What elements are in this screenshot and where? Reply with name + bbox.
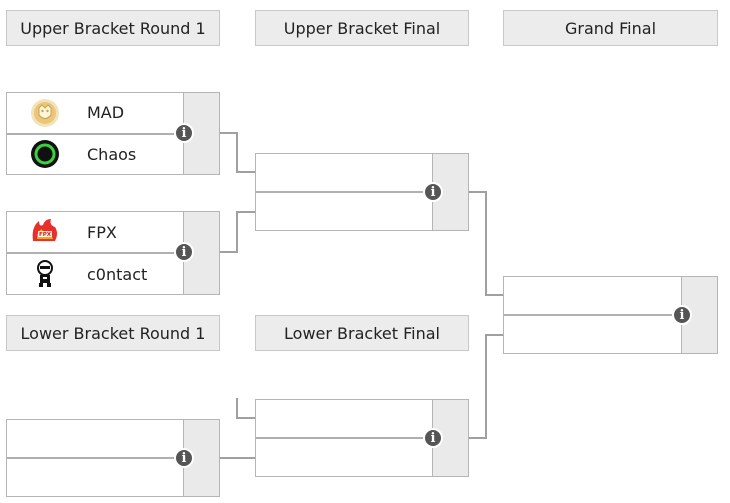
slot-divider [504,314,683,316]
match-grand-final[interactable] [503,276,718,354]
chaos-icon [29,138,61,170]
slot-divider [256,437,434,439]
header-lower-bracket-round-1: Lower Bracket Round 1 [6,315,220,351]
team-slot-1[interactable]: FPX FPX [7,212,185,252]
slot-divider [7,252,185,254]
match-info-icon[interactable]: i [174,123,194,143]
header-grand-final: Grand Final [503,10,718,46]
team-name: c0ntact [87,264,148,284]
team-name: FPX [87,222,117,242]
mad-lions-icon [29,97,61,129]
match-info-icon[interactable]: i [672,305,692,325]
header-lower-bracket-final: Lower Bracket Final [255,315,469,351]
team-slot-2[interactable]: c0ntact [7,254,185,294]
header-upper-bracket-final: Upper Bracket Final [255,10,469,46]
slot-divider [256,191,434,193]
slot-divider [7,132,185,135]
slot-divider [7,457,185,459]
match-info-icon[interactable]: i [174,242,194,262]
match-info-icon[interactable]: i [174,448,194,468]
c0ntact-icon [29,258,61,290]
svg-text:FPX: FPX [39,232,52,238]
team-slot-2[interactable]: Chaos [7,135,185,175]
team-name: MAD [87,103,125,123]
header-upper-bracket-round-1: Upper Bracket Round 1 [6,10,220,46]
team-name: Chaos [87,144,137,164]
match-ub-r1-2[interactable]: FPX FPX c0ntact [6,211,220,295]
fpx-icon: FPX [29,216,61,248]
match-info-icon[interactable]: i [423,428,443,448]
match-info-icon[interactable]: i [423,182,443,202]
team-slot-1[interactable]: MAD [7,93,185,133]
